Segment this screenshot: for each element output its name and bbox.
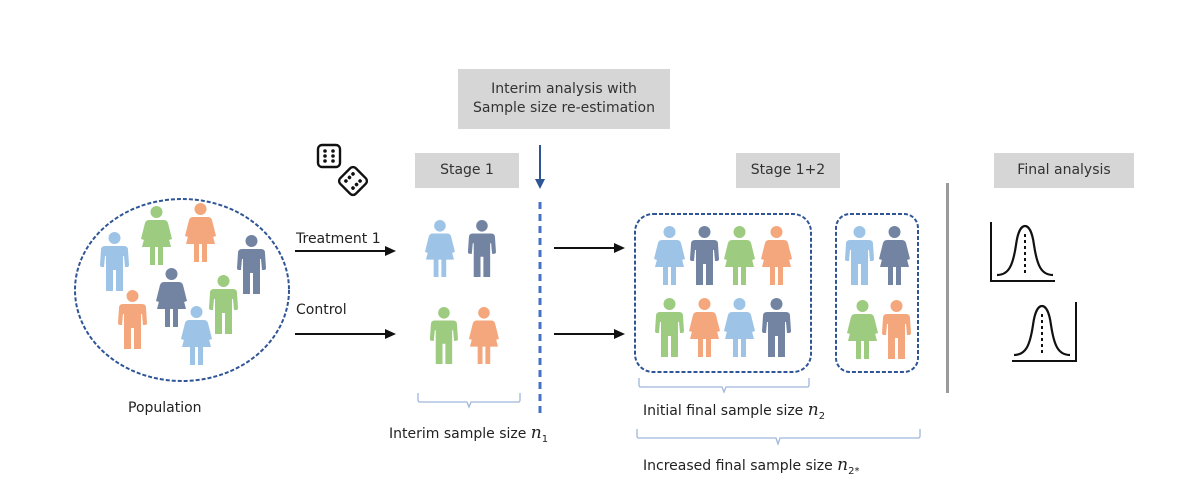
initial-bracket [638, 378, 810, 394]
interim-size-text: Interim sample size [389, 426, 527, 442]
extra-bottom-person-male-orange-icon [882, 300, 911, 359]
stage1-label: Stage 1 [415, 153, 519, 188]
treatment-label: Treatment 1 [296, 231, 381, 247]
extra-bottom-person-female-green-icon [847, 300, 878, 359]
initial-top-person-female-blue-icon [654, 226, 685, 285]
interim-n-sub: 1 [541, 434, 549, 445]
increased-bracket [636, 429, 921, 447]
stage1-treatment-person-female-blue-icon [424, 220, 455, 278]
population-ellipse [74, 198, 290, 382]
treatment-arrow-icon [295, 246, 396, 256]
population-label: Population [128, 400, 202, 416]
population-person-female-green-icon [141, 206, 172, 265]
population-person-male-green-icon [209, 275, 238, 334]
initial-n-sub: 2 [818, 411, 826, 422]
final-separator [946, 183, 949, 393]
initial-size-label: Initial final sample size n2 [643, 400, 825, 422]
initial-bottom-person-male-slate-icon [762, 298, 791, 357]
population-person-male-slate-icon [237, 235, 266, 294]
population-person-male-blue-icon [100, 232, 129, 291]
bell-curve-left-axis-icon [990, 222, 1055, 282]
additional-sample-box [835, 213, 919, 373]
initial-sample-box [634, 213, 812, 373]
stage1-control-person-male-green-icon [429, 307, 458, 365]
increased-n: n [837, 455, 849, 475]
bell-curve-right-axis-icon [1012, 302, 1077, 362]
final-analysis-label: Final analysis [994, 153, 1134, 188]
extra-top-person-female-slate-icon [879, 226, 910, 285]
dice-icon [316, 143, 369, 197]
stage2-control-arrow-icon [554, 329, 625, 339]
control-label: Control [296, 302, 347, 318]
initial-n: n [807, 400, 819, 420]
population-person-female-slate-icon [156, 268, 187, 327]
interim-size-label: Interim sample size n1 [389, 423, 548, 445]
increased-size-label: Increased final sample size n2* [643, 455, 859, 477]
interim-box-line1: Interim analysis with [491, 81, 637, 97]
control-arrow-icon [295, 329, 396, 339]
population-person-female-blue-icon [181, 306, 212, 365]
extra-top-person-male-blue-icon [845, 226, 874, 285]
interim-bracket [417, 393, 521, 409]
population-person-female-orange-icon [185, 203, 216, 262]
initial-top-person-female-green-icon [724, 226, 755, 285]
initial-top-person-male-slate-icon [690, 226, 719, 285]
interim-box-line2: Sample size re-estimation [473, 100, 655, 116]
stage2-treatment-arrow-icon [554, 243, 625, 253]
interim-analysis-box: Interim analysis with Sample size re-est… [458, 69, 670, 129]
stage1-control-person-female-orange-icon [468, 307, 499, 365]
initial-top-person-female-orange-icon [761, 226, 792, 285]
initial-bottom-person-male-green-icon [655, 298, 684, 357]
initial-bottom-person-female-orange-icon [689, 298, 720, 357]
interim-arrow-icon [535, 145, 545, 413]
increased-size-text: Increased final sample size [643, 458, 833, 474]
population-person-male-orange-icon [118, 290, 147, 349]
interim-n: n [530, 423, 542, 443]
stage12-label: Stage 1+2 [736, 153, 840, 188]
initial-bottom-person-female-blue-icon [724, 298, 755, 357]
increased-n-sub: 2* [848, 466, 860, 477]
stage1-treatment-person-male-slate-icon [467, 220, 496, 278]
initial-size-text: Initial final sample size [643, 403, 804, 419]
